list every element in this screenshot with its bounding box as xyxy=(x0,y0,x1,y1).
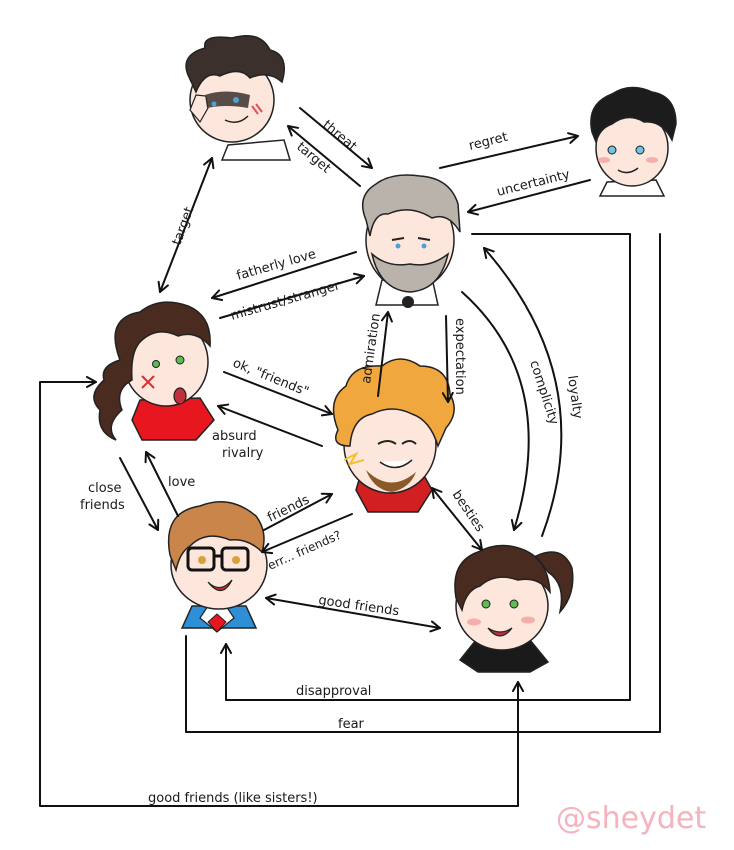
edge-fatherly-love xyxy=(211,251,357,302)
label-ok-friends: ok, "friends" xyxy=(231,356,311,400)
label-loyalty: loyalty xyxy=(564,374,585,420)
edge-complicity xyxy=(461,291,530,531)
watermark-handle: @sheydet xyxy=(556,801,706,836)
edge-good-friends-sisters xyxy=(39,376,524,807)
edges xyxy=(39,107,661,807)
label-expectation: expectation xyxy=(452,318,467,395)
label-disapproval: disapproval xyxy=(296,684,371,699)
label-threat: threat xyxy=(319,118,359,155)
label-target-left: target xyxy=(170,205,198,247)
label-rivalry: rivalry xyxy=(222,446,264,461)
label-absurd: absurd xyxy=(212,429,257,444)
character-orange-haired-man xyxy=(332,358,455,513)
character-dark-haired-man xyxy=(185,35,292,161)
label-regret: regret xyxy=(467,130,509,154)
label-close: close xyxy=(88,481,121,496)
edge-threat xyxy=(299,107,373,169)
labels: threat target target regret uncertainty … xyxy=(80,118,585,806)
label-friends-close: friends xyxy=(80,498,125,513)
edge-regret xyxy=(439,132,579,169)
edge-close-friends xyxy=(119,457,160,531)
character-ponytail-girl xyxy=(454,544,574,673)
edge-mistrust xyxy=(219,272,365,319)
character-gray-bearded-man xyxy=(361,174,461,308)
label-complicity: complicity xyxy=(526,359,561,427)
edge-target-top xyxy=(287,125,361,187)
label-love: love xyxy=(168,475,195,490)
label-fear: fear xyxy=(338,717,365,732)
label-good-friends: good friends xyxy=(317,593,400,619)
edge-uncertainty xyxy=(467,179,591,216)
label-besties: besties xyxy=(449,488,488,535)
label-mistrust: mistrust/stranger xyxy=(229,278,342,324)
character-glasses-boy xyxy=(167,501,268,633)
label-good-friends-sisters: good friends (like sisters!) xyxy=(148,791,318,806)
edge-loyalty xyxy=(483,246,563,537)
character-curly-haired-girl xyxy=(93,301,215,441)
label-friends: friends xyxy=(265,492,312,525)
edge-target-left xyxy=(157,157,215,293)
character-black-haired-boy xyxy=(590,86,677,197)
